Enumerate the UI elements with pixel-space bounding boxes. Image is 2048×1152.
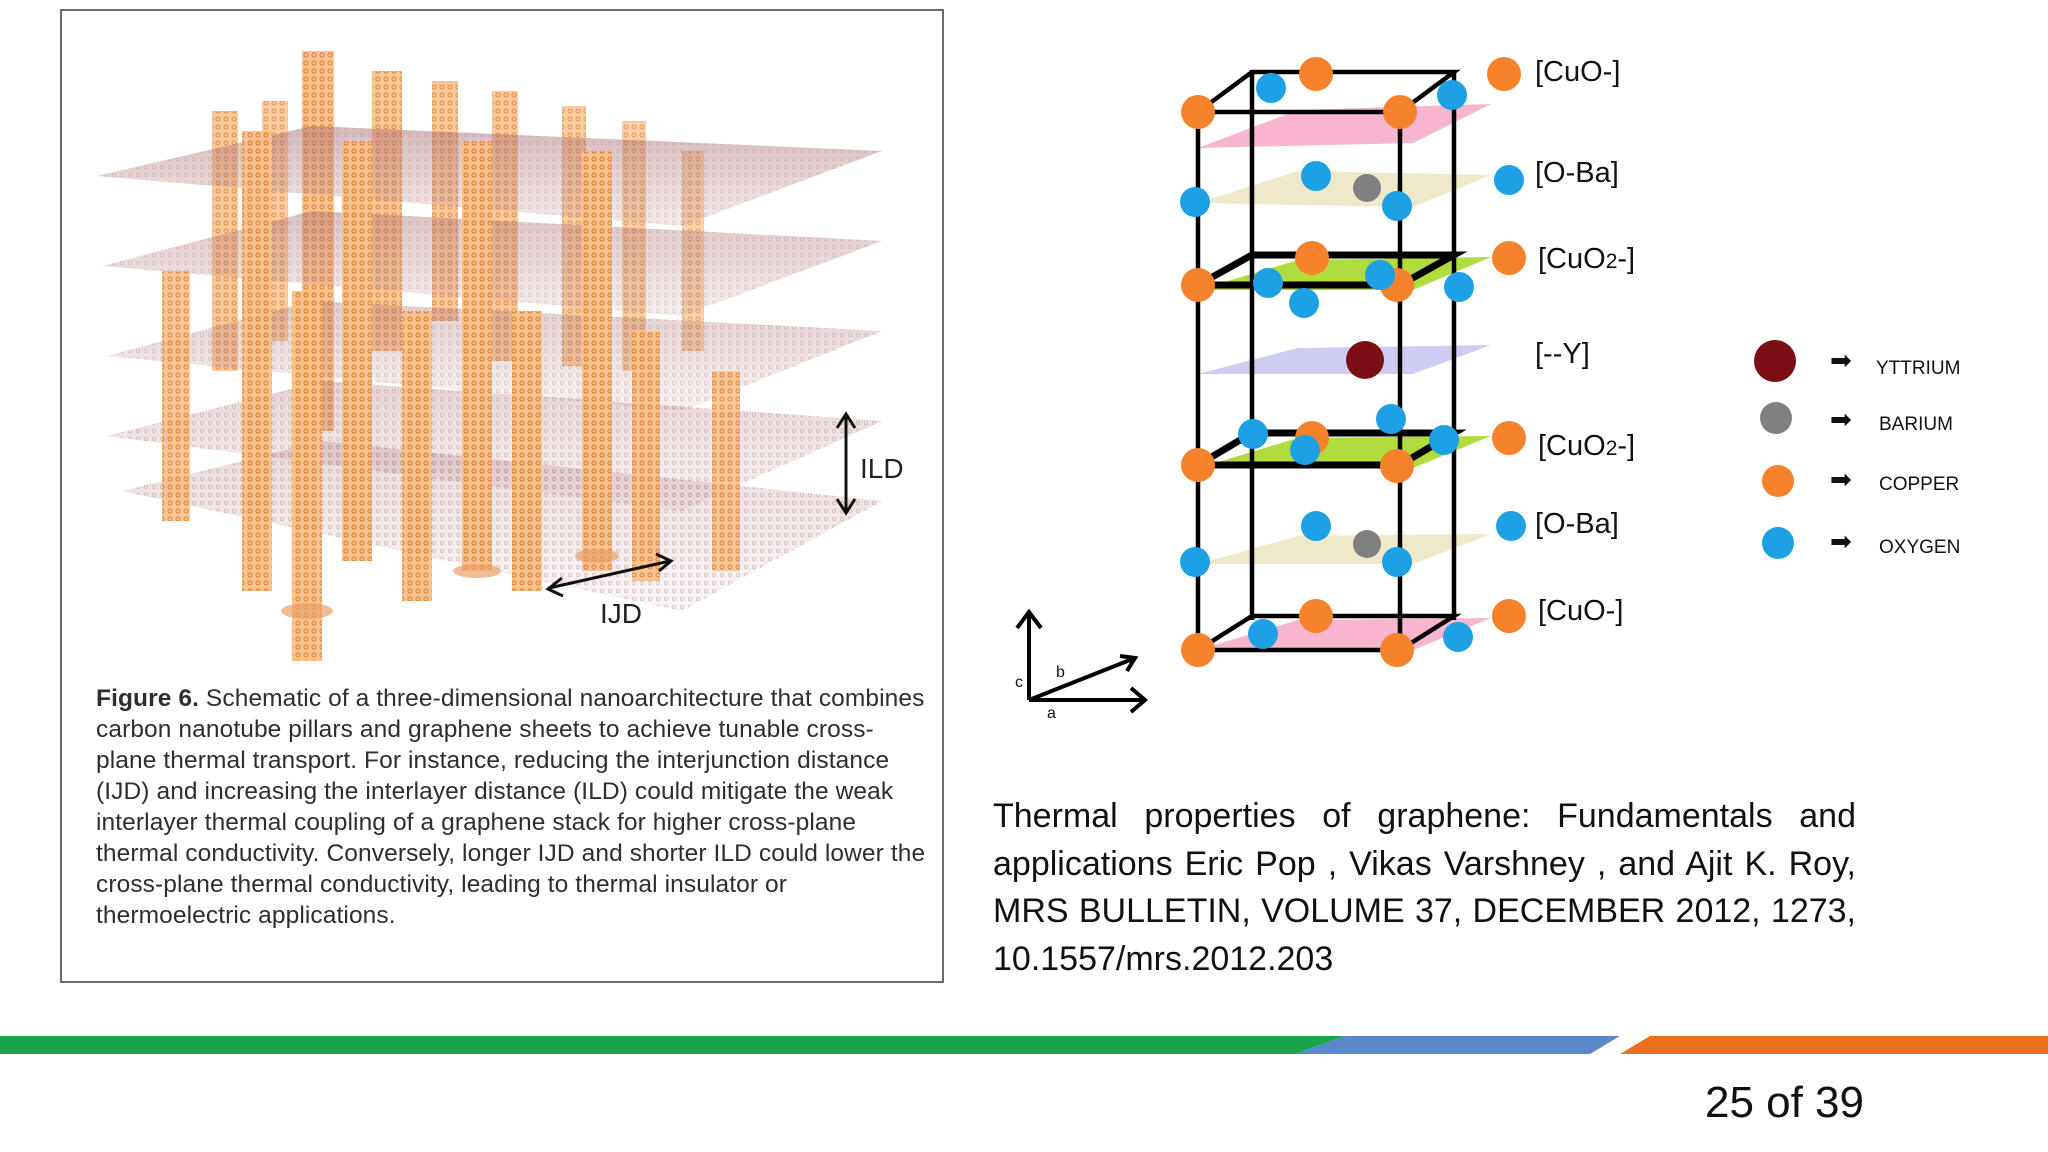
- axis-b-label: b: [1056, 664, 1065, 681]
- legend-barium-label: BARIUM: [1879, 414, 1953, 435]
- ild-label: ILD: [860, 453, 904, 484]
- ild-arrow: [835, 411, 857, 516]
- citation-text: Thermal properties of graphene: Fundamen…: [993, 797, 1856, 978]
- layer-label-y: [--Y]: [1535, 338, 1590, 370]
- legend-arrow-icon: ➡: [1830, 465, 1852, 495]
- figure-caption-text: Schematic of a three-dimensional nanoarc…: [96, 685, 926, 929]
- legend: ➡ YTTRIUM ➡ BARIUM ➡ COPPER ➡ OXYGEN: [1754, 340, 1960, 559]
- legend-yttrium-dot: [1754, 340, 1796, 382]
- layer-label-cuo2-bottom: [CuO2-]: [1538, 430, 1635, 462]
- layer-planes: [1198, 104, 1491, 650]
- legend-arrow-icon: ➡: [1830, 527, 1852, 557]
- graphene-sheets: [97, 126, 882, 611]
- layer-label-cuo2-top: [CuO2-]: [1538, 243, 1635, 275]
- layer-labels: [CuO-] [O-Ba] [CuO2-] [--Y] [CuO2-] [O-B…: [1535, 56, 1635, 627]
- legend-oxygen-dot: [1762, 527, 1794, 559]
- page-number: 25 of 39: [1704, 1078, 1864, 1127]
- layer-label-oba-bottom: [O-Ba]: [1535, 508, 1619, 540]
- legend-arrow-icon: ➡: [1830, 346, 1852, 376]
- legend-arrow-icon: ➡: [1830, 405, 1852, 435]
- figure-label: Figure 6.: [96, 685, 200, 712]
- ijd-label: IJD: [600, 598, 642, 629]
- legend-barium-dot: [1760, 402, 1792, 434]
- axis-c-label: c: [1015, 674, 1023, 691]
- crystal-structure-diagram: [CuO-] [O-Ba] [CuO2-] [--Y] [CuO2-] [O-B…: [1015, 56, 1960, 722]
- axis-a-label: a: [1047, 705, 1056, 722]
- legend-copper-label: COPPER: [1879, 474, 1959, 495]
- legend-yttrium-label: YTTRIUM: [1876, 358, 1960, 379]
- legend-copper-dot: [1762, 465, 1794, 497]
- atoms: [1180, 57, 1526, 667]
- layer-label-cuo-top: [CuO-]: [1535, 56, 1620, 88]
- figure-caption: Figure 6. Schematic of a three-dimension…: [96, 683, 926, 931]
- layer-label-oba-top: [O-Ba]: [1535, 157, 1619, 189]
- nanotube-pillars-front: [162, 131, 740, 661]
- figure-panel: ILD IJD Figure 6. Schematic of a three-d…: [60, 9, 944, 983]
- footer-color-band: [0, 1036, 2048, 1054]
- layer-label-cuo-bottom: [CuO-]: [1538, 595, 1623, 627]
- axes-indicator: [1015, 608, 1149, 714]
- legend-oxygen-label: OXYGEN: [1879, 537, 1960, 558]
- ijd-arrow: [545, 552, 674, 598]
- nanoarchitecture-illustration: ILD IJD: [97, 51, 904, 661]
